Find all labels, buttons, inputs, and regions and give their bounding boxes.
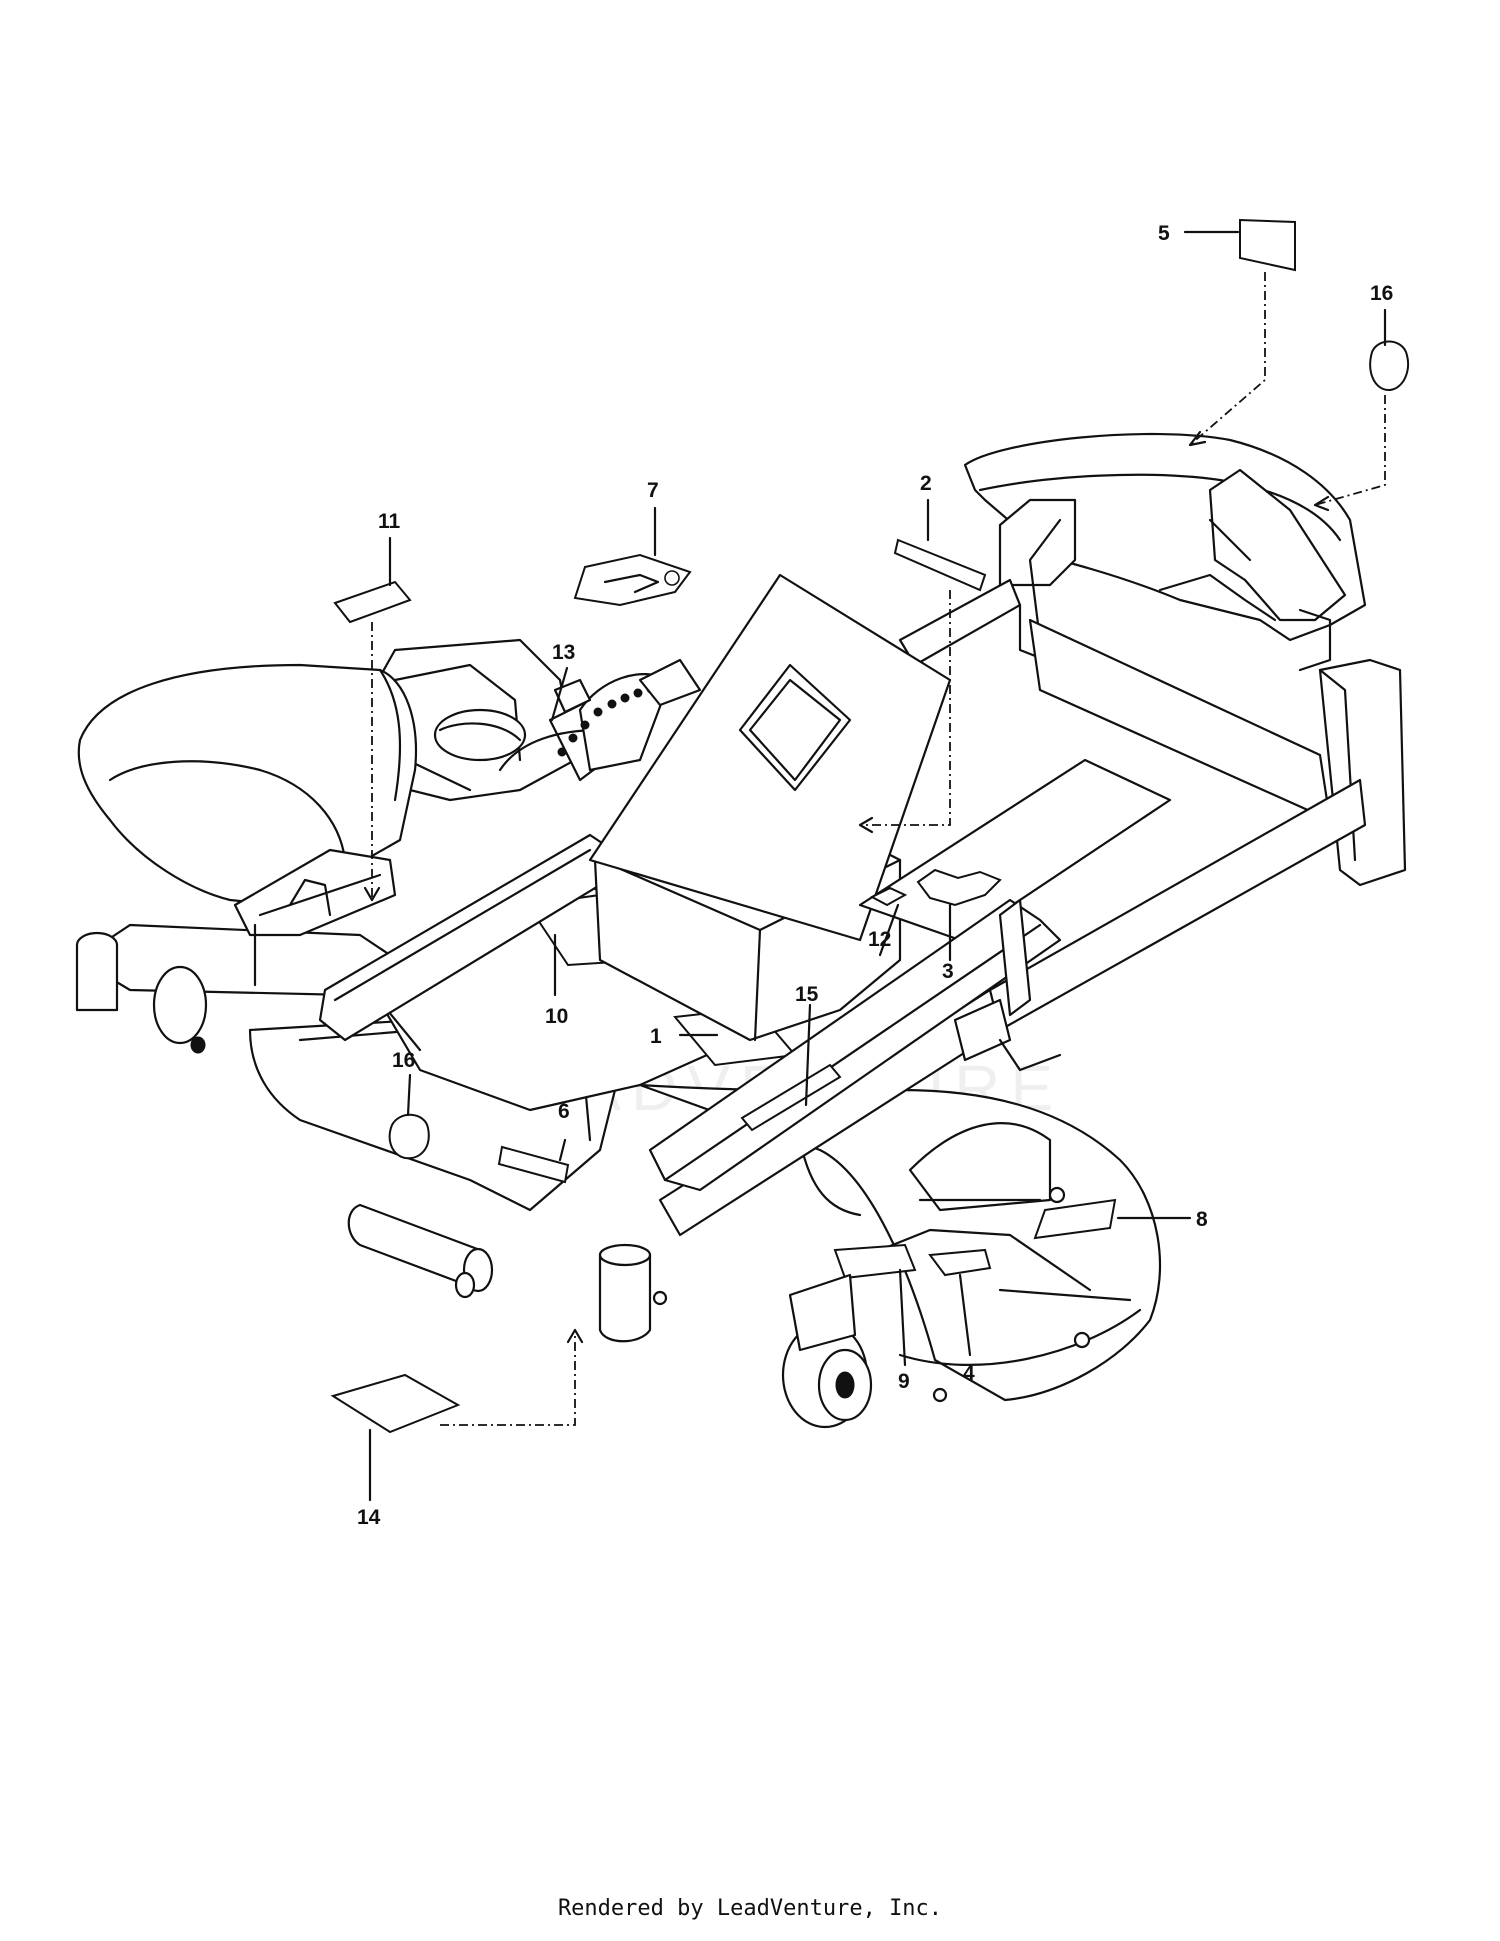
decal-2 bbox=[893, 538, 987, 592]
decal-7 bbox=[573, 553, 692, 607]
callout-7: 7 bbox=[647, 479, 659, 502]
callout-5: 5 bbox=[1158, 222, 1170, 245]
callout-15: 15 bbox=[795, 983, 819, 1006]
callout-14: 14 bbox=[357, 1506, 381, 1529]
deck-decal-4 bbox=[928, 1248, 992, 1277]
plate-decal-3 bbox=[916, 868, 1002, 907]
frame-decal-6 bbox=[497, 1145, 570, 1184]
deck-decal-9 bbox=[833, 1243, 917, 1280]
decal-14 bbox=[330, 1373, 461, 1434]
plate-decal-12 bbox=[869, 886, 908, 907]
callout-4: 4 bbox=[963, 1362, 975, 1385]
callout-16-left: 16 bbox=[392, 1049, 415, 1072]
arm-decal-15 bbox=[740, 1063, 842, 1132]
callout-10: 10 bbox=[545, 1005, 568, 1028]
leader-5 bbox=[1189, 272, 1266, 446]
deck-wheel bbox=[781, 1273, 873, 1429]
callout-6: 6 bbox=[558, 1100, 570, 1123]
decal-16-right bbox=[1369, 340, 1409, 392]
callout-12: 12 bbox=[868, 928, 891, 951]
callout-3: 3 bbox=[942, 960, 954, 983]
anti-scalp-roller bbox=[347, 1203, 494, 1299]
callout-8: 8 bbox=[1196, 1208, 1208, 1231]
callout-9: 9 bbox=[898, 1370, 910, 1393]
leader-16-right bbox=[1314, 395, 1386, 506]
frame-decal-16-left bbox=[388, 1113, 430, 1160]
leader-2 bbox=[860, 590, 951, 826]
mower-deck bbox=[638, 1083, 1162, 1403]
leader-14 bbox=[440, 1330, 576, 1426]
callout-2: 2 bbox=[920, 472, 932, 495]
frame bbox=[75, 432, 1407, 1343]
deck-decal-8 bbox=[1033, 1198, 1117, 1240]
callout-13: 13 bbox=[552, 641, 575, 664]
callout-1: 1 bbox=[650, 1025, 662, 1048]
footer-credit: Rendered by LeadVenture, Inc. bbox=[557, 1896, 943, 1921]
decal-11 bbox=[333, 580, 412, 624]
callout-11: 11 bbox=[378, 510, 401, 533]
callout-16-right: 16 bbox=[1370, 282, 1393, 305]
decal-5 bbox=[1239, 218, 1296, 272]
